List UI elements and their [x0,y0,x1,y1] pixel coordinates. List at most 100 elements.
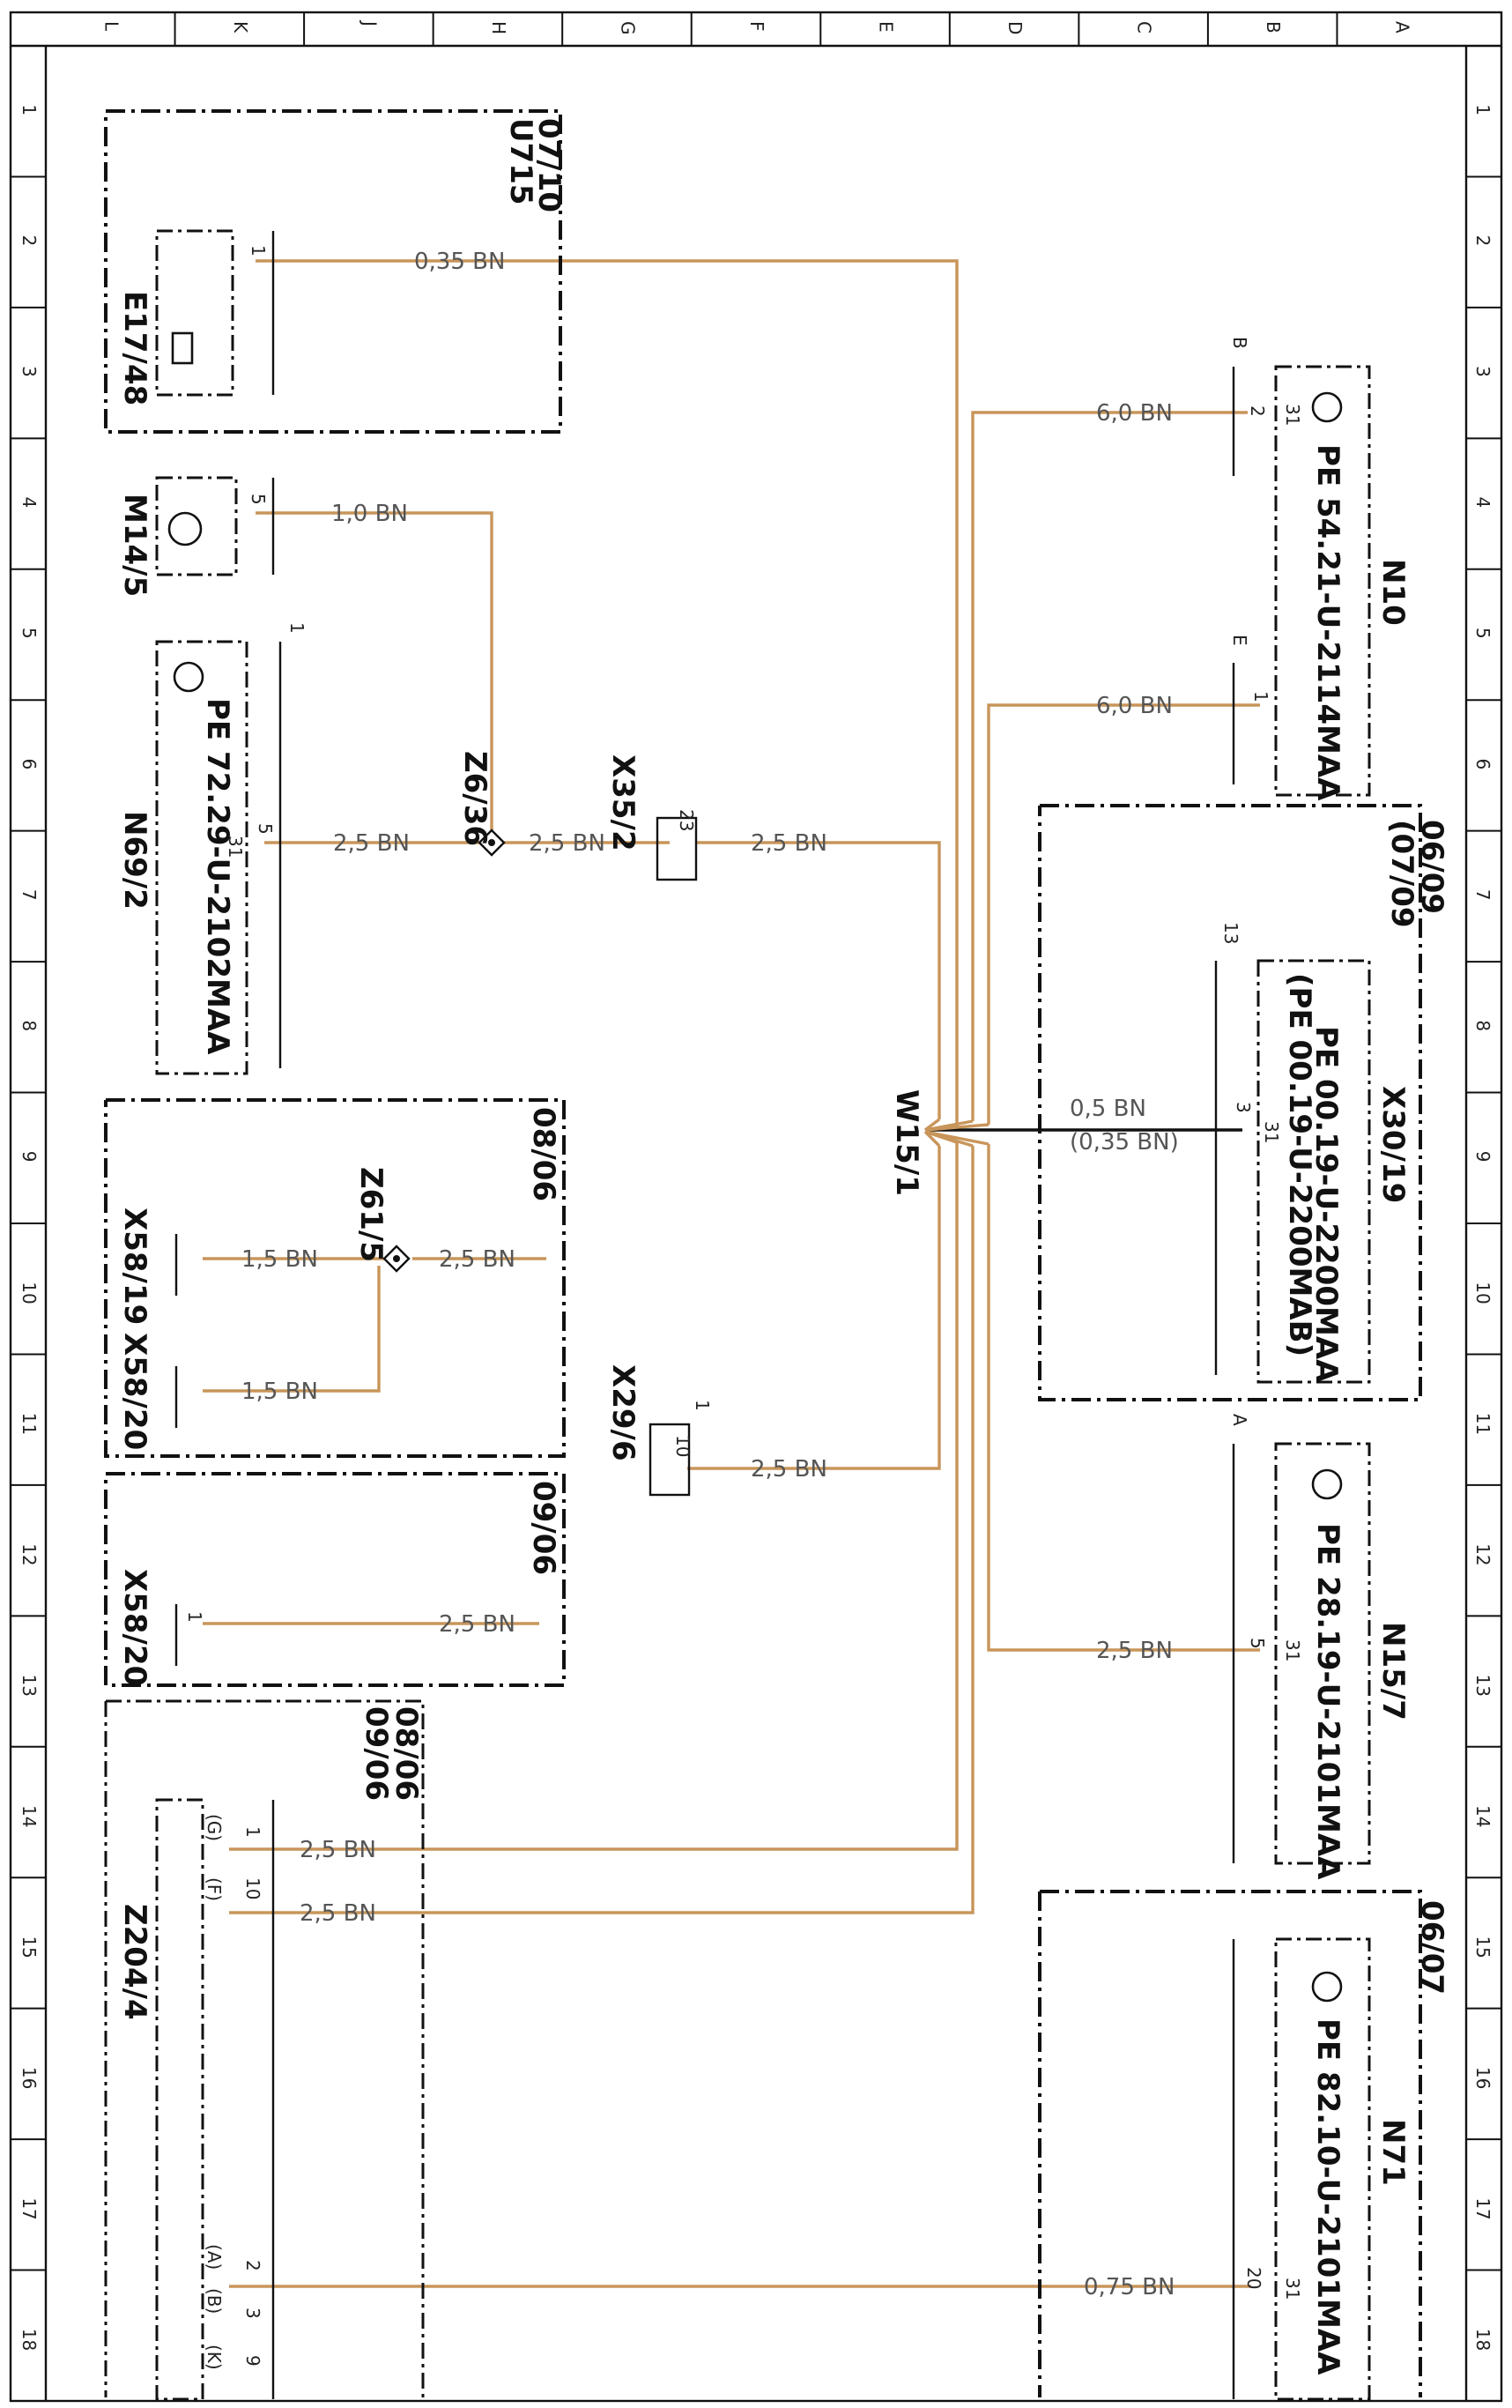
x30-19-ref: 06/09 [1414,820,1449,914]
n15-7-pe: PE 28.19-U-2101MAA [1310,1523,1345,1880]
z204-pin-k: (K) [204,2345,225,2370]
z204-pin-f: (F) [204,1877,225,1901]
n69-pin-a: 31 [225,836,246,858]
wire-label-n69: 2,5 BN [333,830,410,857]
x58-20b-label: X58/20 [117,1569,152,1686]
row-ruler-label: 9 [19,1151,40,1163]
n10-pin-31: 31 [1282,404,1303,426]
splice-z6-36 [478,829,506,857]
z204-4-ref1: 08/06 [389,1706,424,1801]
wire-label-x58-20b: 2,5 BN [439,1611,515,1638]
row-ruler-label: 6 [1472,758,1493,769]
row-ruler-label: 14 [1472,1805,1493,1827]
wire-labels: 0,35 BN 1,0 BN 2,5 BN 2,5 BN 2,5 BN 6,0 … [241,249,1179,2300]
column-ruler-label: G [617,21,638,35]
row-ruler-label: 4 [19,497,40,509]
row-ruler-label: 8 [19,1020,40,1031]
m14-5-label: M14/5 [117,494,152,597]
splice-z61-5 [382,1245,411,1273]
x30-19-ref2: (07/09 [1384,820,1419,928]
w15-1-label: W15/1 [889,1089,924,1196]
n10-e: E [1229,635,1250,646]
n71-label: N71 [1375,2119,1411,2186]
x30-19-pe2: (PE 00.19-U-2200MAB) [1282,973,1317,1356]
row-ruler-label: 3 [19,366,40,377]
n15-a: A [1229,1414,1250,1426]
x58-20b-pin: 1 [184,1611,205,1623]
row-ruler-label: 8 [1472,1020,1493,1031]
column-ruler-label: D [1004,21,1026,34]
row-ruler-label: 18 [19,2329,40,2351]
n10-pe: PE 54.21-U-2114MAA [1310,444,1345,801]
wire-label-x35: 2,5 BN [751,830,827,857]
z204-pin-g: (G) [204,1814,225,1841]
column-ruler-label: J [359,19,380,26]
n71-ref: 06/07 [1414,1900,1449,1995]
x35-2-label: X35/2 [605,754,641,851]
column-ruler-label: C [1134,21,1155,33]
x30-pin-31: 31 [1261,1121,1282,1143]
n10-pin-1: 1 [1250,691,1271,702]
n10-b: B [1229,337,1250,349]
row-ruler-label: 1 [19,104,40,115]
x58-19-label: X58/19 [117,1208,152,1325]
wire-label-n10b: 6,0 BN [1096,400,1173,427]
u715-ref: 07/10 [531,118,567,212]
column-ruler-label: F [746,21,767,32]
row-ruler-label: 13 [19,1675,40,1697]
sheet-frame [9,11,1503,2403]
row-ruler-label: 13 [1472,1675,1493,1697]
wire-label-e17: 0,35 BN [414,249,505,275]
wire-label-z204a: 2,5 BN [300,1837,376,1863]
row-ruler-label: 10 [1472,1282,1493,1304]
z204-4-label: Z204/4 [117,1904,152,2020]
row-ruler-label: 17 [19,2197,40,2219]
box-0806-ref: 08/06 [526,1107,561,1201]
x30-19-pe1: PE 00.19-U-2200MAA [1308,1026,1344,1383]
wire-label-x58-19: 1,5 BN [241,1246,318,1273]
z204-pin-2: 2 [242,2260,263,2271]
row-ruler-label: 5 [19,628,40,639]
z204-pin-b: (B) [204,2288,225,2314]
row-ruler-label: 7 [1472,889,1493,901]
column-ruler-label: H [488,21,509,34]
box-0906-ref: 09/06 [526,1481,561,1575]
n15-pin-5: 5 [1247,1638,1268,1649]
z61-5-label: Z61/5 [353,1167,389,1262]
n71-pin-31: 31 [1282,2278,1303,2300]
wire-label-z61: 2,5 BN [439,1246,515,1273]
wire-label-n10e: 6,0 BN [1096,693,1173,719]
n71-pe: PE 82.10-U-2101MAA [1310,2018,1345,2375]
n15-pin-31: 31 [1282,1639,1303,1661]
row-ruler-label: 15 [19,1936,40,1958]
n71-pin-20: 20 [1243,2267,1264,2289]
wire-label-n15: 2,5 BN [1096,1638,1173,1664]
row-ruler-label: 2 [19,235,40,247]
row-ruler-label: 12 [1472,1543,1493,1565]
row-ruler-label: 10 [19,1282,40,1304]
x30-19-label: X30/19 [1375,1086,1411,1203]
u715-label: U715 [503,118,538,205]
x29-pin: 10 [672,1435,693,1457]
z204-pin-1: 1 [242,1826,263,1838]
row-ruler-label: 11 [1472,1413,1493,1435]
column-ruler-label: E [876,21,897,33]
row-ruler-label: 12 [19,1543,40,1565]
n10-label: N10 [1375,559,1411,626]
n69-2-label: N69/2 [117,811,152,910]
e17-pin: 1 [248,245,269,256]
row-ruler-label: 4 [1472,497,1493,509]
row-ruler-label: 15 [1472,1936,1493,1958]
column-ruler-label: B [1263,21,1284,33]
x29-pin-top: 1 [692,1400,713,1411]
z204-pin-9: 9 [242,2355,263,2367]
wires [203,259,1260,2288]
x35-pin: 23 [676,809,697,831]
x58-20-label: X58/20 [117,1333,152,1450]
wire-label-x29: 2,5 BN [751,1456,827,1483]
x30-pin-3: 3 [1233,1102,1254,1113]
row-ruler-label: 11 [19,1413,40,1435]
